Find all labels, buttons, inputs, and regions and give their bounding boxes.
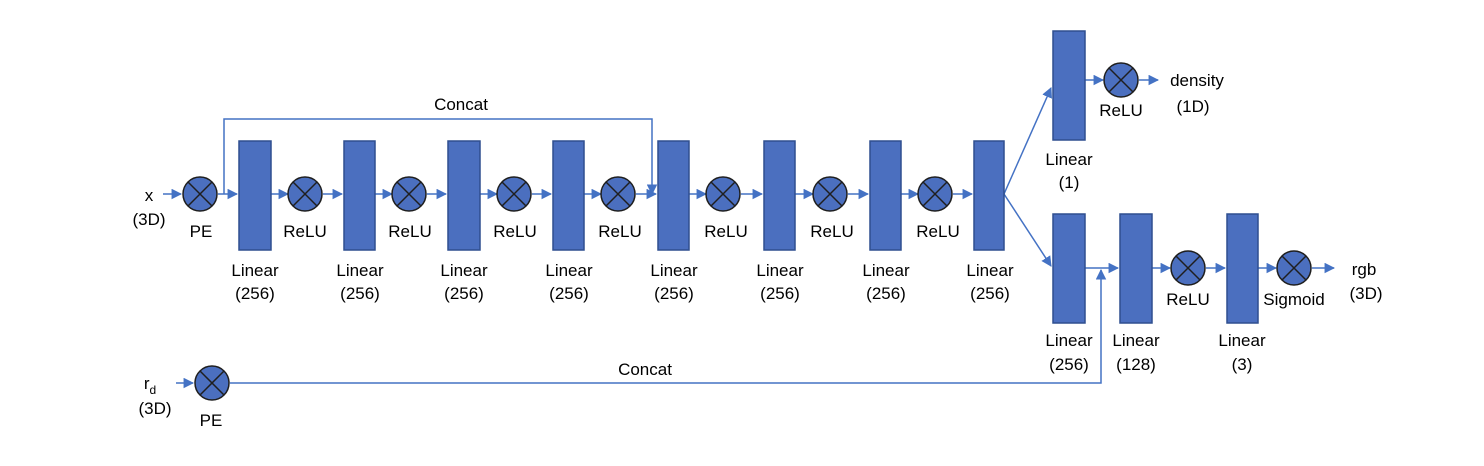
density-output-label: density	[1170, 71, 1224, 90]
linear-block-2	[343, 140, 376, 251]
labels: x (3D) PE Concat ReLU ReLU ReLU ReLU ReL…	[132, 71, 1382, 430]
relu-op-icon-2	[391, 176, 427, 212]
rgb-linear-block-256	[1052, 213, 1086, 324]
relu-label-2: ReLU	[388, 222, 431, 241]
branch-rgb-arrow	[1003, 193, 1052, 267]
linear-block-6	[763, 140, 796, 251]
skip-concat-line	[223, 118, 658, 196]
relu-label-7: ReLU	[916, 222, 959, 241]
relu-op-icon-4	[600, 176, 636, 212]
linear-block-1	[238, 140, 272, 251]
pe-label: PE	[190, 222, 213, 241]
linear-label-3: Linear	[440, 261, 488, 280]
input-x-dim: (3D)	[132, 210, 165, 229]
trunk-linear-blocks	[238, 140, 1005, 251]
density-relu-op-icon	[1103, 62, 1139, 98]
relu-label-1: ReLU	[283, 222, 326, 241]
rgb-linear-block-128	[1119, 213, 1153, 324]
linear-block-7	[869, 140, 902, 251]
linear-block-5	[657, 140, 690, 251]
sigmoid-op-icon	[1276, 250, 1312, 286]
rd-concat-line	[230, 268, 1107, 384]
rd-pe-label: PE	[200, 411, 223, 430]
rgb-linear-128-label: Linear	[1112, 331, 1160, 350]
linear-label-4: Linear	[545, 261, 593, 280]
relu-op-icon-3	[496, 176, 532, 212]
input-rd-name: r	[144, 374, 150, 393]
linear-block-4	[552, 140, 585, 251]
linear-label-8: Linear	[966, 261, 1014, 280]
relu-label-6: ReLU	[810, 222, 853, 241]
rgb-linear-128-size: (128)	[1116, 355, 1156, 374]
density-output-dim: (1D)	[1176, 97, 1209, 116]
rgb-linear-256-size: (256)	[1049, 355, 1089, 374]
sigmoid-label: Sigmoid	[1263, 290, 1324, 309]
head-linear-blocks	[1052, 30, 1259, 324]
rd-concat-label: Concat	[618, 360, 672, 379]
input-rd-subscript: d	[149, 383, 156, 397]
rgb-linear-3-size: (3)	[1232, 355, 1253, 374]
skip-concat-label: Concat	[434, 95, 488, 114]
rgb-output-label: rgb	[1352, 260, 1377, 279]
linear-label-2: Linear	[336, 261, 384, 280]
relu-label-5: ReLU	[704, 222, 747, 241]
relu-op-icon-1	[287, 176, 323, 212]
linear-block-3	[447, 140, 481, 251]
relu-label-3: ReLU	[493, 222, 536, 241]
relu-op-icon-6	[812, 176, 848, 212]
linear-size-4: (256)	[549, 284, 589, 303]
input-rd-label: rd	[144, 374, 156, 397]
linear-label-7: Linear	[862, 261, 910, 280]
linear-size-7: (256)	[866, 284, 906, 303]
linear-size-1: (256)	[235, 284, 275, 303]
linear-label-1: Linear	[231, 261, 279, 280]
linear-size-8: (256)	[970, 284, 1010, 303]
pe-x-op-icon	[182, 176, 218, 212]
linear-size-3: (256)	[444, 284, 484, 303]
linear-block-8	[973, 140, 1005, 251]
input-rd-dim: (3D)	[138, 399, 171, 418]
relu-op-icon-5	[705, 176, 741, 212]
linear-label-6: Linear	[756, 261, 804, 280]
density-relu-label: ReLU	[1099, 101, 1142, 120]
operators	[182, 62, 1312, 401]
rgb-linear-block-3	[1226, 213, 1259, 324]
rgb-relu-op-icon	[1170, 250, 1206, 286]
density-linear-label: Linear	[1045, 150, 1093, 169]
relu-op-icon-7	[917, 176, 953, 212]
rgb-relu-label: ReLU	[1166, 290, 1209, 309]
density-linear-size: (1)	[1059, 173, 1080, 192]
linear-size-2: (256)	[340, 284, 380, 303]
wires	[163, 74, 1336, 389]
density-linear-block	[1052, 30, 1086, 141]
relu-label-4: ReLU	[598, 222, 641, 241]
rgb-output-dim: (3D)	[1349, 284, 1382, 303]
branch-density-arrow	[1003, 87, 1052, 195]
rgb-linear-3-label: Linear	[1218, 331, 1266, 350]
linear-size-5: (256)	[654, 284, 694, 303]
rgb-linear-256-label: Linear	[1045, 331, 1093, 350]
rd-pe-op-icon	[194, 365, 230, 401]
linear-size-6: (256)	[760, 284, 800, 303]
linear-label-5: Linear	[650, 261, 698, 280]
input-x-label: x	[145, 186, 154, 205]
